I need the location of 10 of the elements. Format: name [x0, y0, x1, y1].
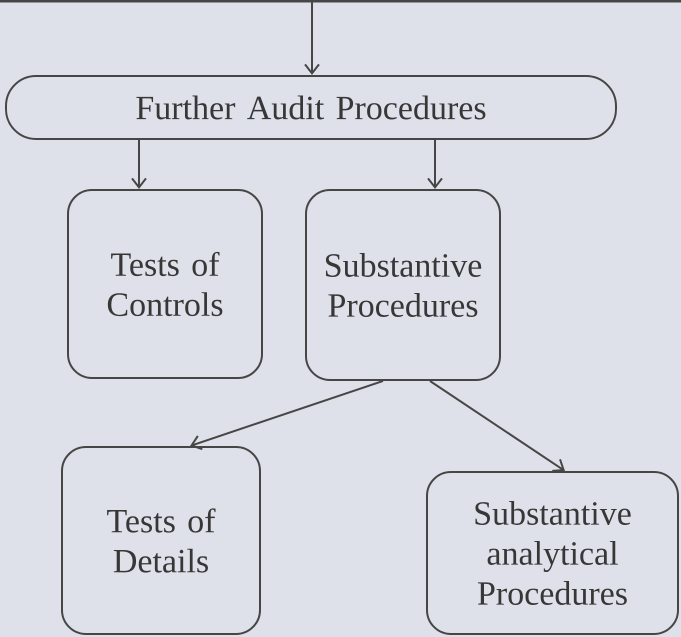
process-box: Tests of Controls: [67, 189, 263, 379]
process-box: Substantive Procedures: [305, 189, 501, 381]
process-box: Substantive analytical Procedures: [426, 470, 679, 635]
process-box: Tests of Details: [61, 446, 261, 635]
arrow: [427, 140, 443, 189]
arrow: [429, 380, 565, 472]
arrow: [304, 2, 320, 75]
arrow: [131, 140, 147, 189]
arrow: [190, 380, 384, 450]
process-pill: Further Audit Procedures: [5, 75, 617, 140]
